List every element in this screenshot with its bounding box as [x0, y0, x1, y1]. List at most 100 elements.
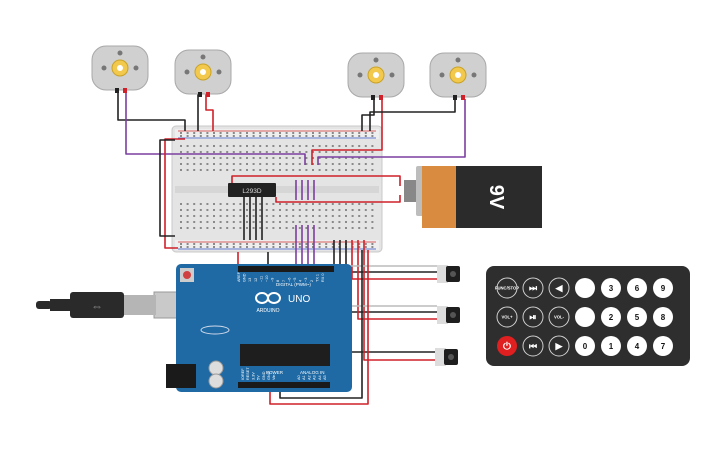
- pin-label: TX 1: [315, 274, 319, 282]
- remote-button-label: EQ: [579, 313, 591, 322]
- remote-button-label: 8: [661, 313, 666, 322]
- pin-label: GND: [262, 371, 266, 380]
- remote-button-st-rept[interactable]: ST/REPT: [575, 278, 595, 298]
- arduino-logo: ARDUINO: [255, 292, 281, 314]
- remote-button-1[interactable]: 1: [601, 336, 621, 356]
- remote-button-label: 4: [635, 342, 640, 351]
- remote-button-label: 3: [609, 284, 614, 293]
- remote-button-label: 5: [635, 313, 640, 322]
- remote-button-func-stop[interactable]: FUNC/STOP: [495, 277, 519, 299]
- pin-label: 8: [276, 280, 280, 282]
- remote-button-label: ⏮: [529, 341, 537, 351]
- remote-button-label: 9: [661, 284, 666, 293]
- pin-label: IOREF: [241, 368, 245, 380]
- remote-button-label: 1: [609, 342, 614, 351]
- remote-button-8[interactable]: 8: [653, 307, 673, 327]
- pin-label: ~3: [304, 278, 308, 282]
- remote-button-7[interactable]: 7: [653, 336, 673, 356]
- remote-button-power[interactable]: ⏻: [497, 336, 517, 356]
- usb-cable: ⇔: [36, 291, 185, 319]
- pin-label: ~10: [265, 276, 269, 282]
- pin-label: A4: [318, 375, 322, 380]
- motor-4: [429, 52, 487, 100]
- analog-header-label: ANALOG IN: [300, 370, 325, 375]
- remote-button-0[interactable]: 0: [575, 336, 595, 356]
- remote-button-label: ▶: [555, 341, 564, 351]
- remote-button-label: ◀: [555, 283, 564, 293]
- remote-button-5[interactable]: 5: [627, 307, 647, 327]
- battery: 9V: [404, 166, 542, 228]
- pin-label: GND: [243, 273, 247, 282]
- remote-button-up[interactable]: ◀: [548, 277, 570, 299]
- remote-button-3[interactable]: 3: [601, 278, 621, 298]
- breadboard-holes: [180, 132, 374, 248]
- ir-sensors: [435, 265, 460, 366]
- remote-button-4[interactable]: 4: [627, 336, 647, 356]
- remote-button-play-pause[interactable]: ⏯: [522, 306, 544, 328]
- pin-label: 5V: [257, 375, 261, 380]
- motor-3: [347, 52, 405, 100]
- pin-label: GND: [267, 371, 271, 380]
- remote-button-play[interactable]: ▶: [548, 335, 570, 357]
- remote-button-vol-[interactable]: VOL+: [496, 306, 518, 328]
- pin-label: AREF: [237, 271, 241, 282]
- remote-button-vol-[interactable]: VOL-: [548, 306, 570, 328]
- remote-button-skip-back[interactable]: ⏮: [522, 335, 544, 357]
- power-header-label: POWER: [266, 370, 284, 375]
- remote-button-label: 2: [609, 313, 614, 322]
- remote-button-label: 6: [635, 284, 640, 293]
- pin-label: Vin: [272, 375, 276, 380]
- remote-button-label: ⏻: [503, 341, 511, 353]
- remote-button-6[interactable]: 6: [627, 278, 647, 298]
- battery-label: 9V: [485, 185, 507, 210]
- pin-label: A3: [313, 375, 317, 380]
- pin-label: 12: [254, 278, 258, 282]
- motor-2: [174, 49, 232, 97]
- driver-ic: L293D: [228, 183, 276, 197]
- remote-button-label: ⏯: [529, 312, 536, 322]
- pin-label: RX 0: [321, 274, 325, 282]
- pin-label: ~11: [259, 276, 263, 282]
- remote-button-label: FUNC/STOP: [495, 285, 519, 290]
- remote-button-label: VOL+: [501, 314, 513, 319]
- remote-button-label: 7: [661, 342, 666, 351]
- remote-button-label: 0: [583, 342, 588, 351]
- pin-label: ~9: [271, 278, 275, 282]
- pin-label: ~6: [287, 278, 291, 282]
- pin-label: 13: [248, 278, 252, 282]
- motors: [91, 45, 487, 100]
- ir-sensor-1: [437, 265, 460, 283]
- pin-label: ~5: [293, 278, 297, 282]
- remote-button-label: VOL-: [554, 314, 565, 319]
- pin-label: RESET: [246, 367, 250, 380]
- usb-icon: ⇔: [91, 299, 103, 313]
- remote-button-skip-forward[interactable]: ⏭: [522, 277, 544, 299]
- digital-header-label: DIGITAL (PWM~): [276, 282, 311, 287]
- remote-button-label: ST/REPT: [576, 285, 594, 290]
- arduino-brand: ARDUINO: [256, 308, 279, 314]
- pin-label: 4: [299, 280, 303, 282]
- remote-button-eq[interactable]: EQ: [575, 307, 595, 327]
- arduino-board: ARDUINO UNO DIGITAL (PWM~) POWER ANALOG …: [166, 264, 352, 392]
- driver-ic-label: L293D: [242, 188, 261, 195]
- pin-label: 2: [310, 280, 314, 282]
- remote-button-9[interactable]: 9: [653, 278, 673, 298]
- pin-label: A5: [323, 375, 327, 380]
- pin-label: A2: [307, 375, 311, 380]
- breadboard: [171, 125, 383, 253]
- remote-button-label: ⏭: [529, 283, 538, 293]
- ir-sensor-2: [437, 306, 460, 324]
- pin-label: A0: [297, 375, 301, 380]
- remote-button-2[interactable]: 2: [601, 307, 621, 327]
- pin-label: 3.3V: [251, 372, 255, 380]
- pin-label: 7: [282, 280, 286, 282]
- ir-sensor-3: [435, 348, 458, 366]
- arduino-model: UNO: [288, 294, 310, 305]
- pin-label: A1: [302, 375, 306, 380]
